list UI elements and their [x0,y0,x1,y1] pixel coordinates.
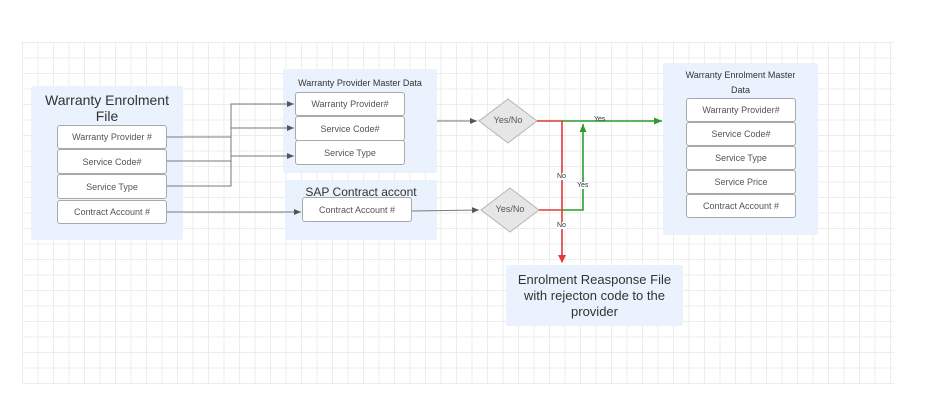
edge-label-yes-top: Yes [594,116,606,123]
provider-field-service-code[interactable]: Service Code# [295,116,405,141]
connector-warranty-provider [167,101,294,138]
edge-label-no-lower: No [557,222,566,229]
enrolment-master-title: Warranty Enrolment Master Data [685,70,796,95]
decision-1-label: Yes/No [493,115,523,125]
response-file-container[interactable]: Enrolment Reasponse File with rejecton c… [506,265,683,326]
sap-contract-title: SAP Contract accont [305,185,417,199]
enrolment-field-contract-account[interactable]: Contract Account # [57,200,167,224]
sap-field-contract-account[interactable]: Contract Account # [302,197,412,222]
master-field-service-type[interactable]: Service Type [686,146,796,170]
enrolment-field-service-code[interactable]: Service Code# [57,149,167,174]
connector-service-type [167,153,294,187]
master-field-service-price[interactable]: Service Price [686,170,796,194]
master-field-contract-account[interactable]: Contract Account # [686,194,796,218]
master-field-warranty-provider[interactable]: Warranty Provider# [686,98,796,122]
connector-service-code [167,125,294,162]
master-field-service-code[interactable]: Service Code# [686,122,796,146]
enrolment-file-title: Warranty Enrolment File [45,92,169,124]
connector-decision2-yes [562,124,587,211]
decision-2-label: Yes/No [495,204,525,214]
edge-label-no-top: No [557,173,566,180]
connector-decision2-no [539,209,566,263]
edge-label-yes-lower: Yes [577,182,589,189]
provider-field-service-type[interactable]: Service Type [295,140,405,165]
provider-master-title: Warranty Provider Master Data [298,78,422,88]
enrolment-field-service-type[interactable]: Service Type [57,174,167,199]
decision-diamond-1 [478,98,538,144]
connector-decision1-no [537,120,563,210]
enrolment-field-warranty-provider[interactable]: Warranty Provider # [57,125,167,149]
connector-sap-to-decision2 [411,207,480,214]
response-file-title: Enrolment Reasponse File with rejecton c… [517,271,672,319]
provider-field-warranty-provider[interactable]: Warranty Provider# [295,92,405,116]
decision-diamond-2 [480,187,540,233]
